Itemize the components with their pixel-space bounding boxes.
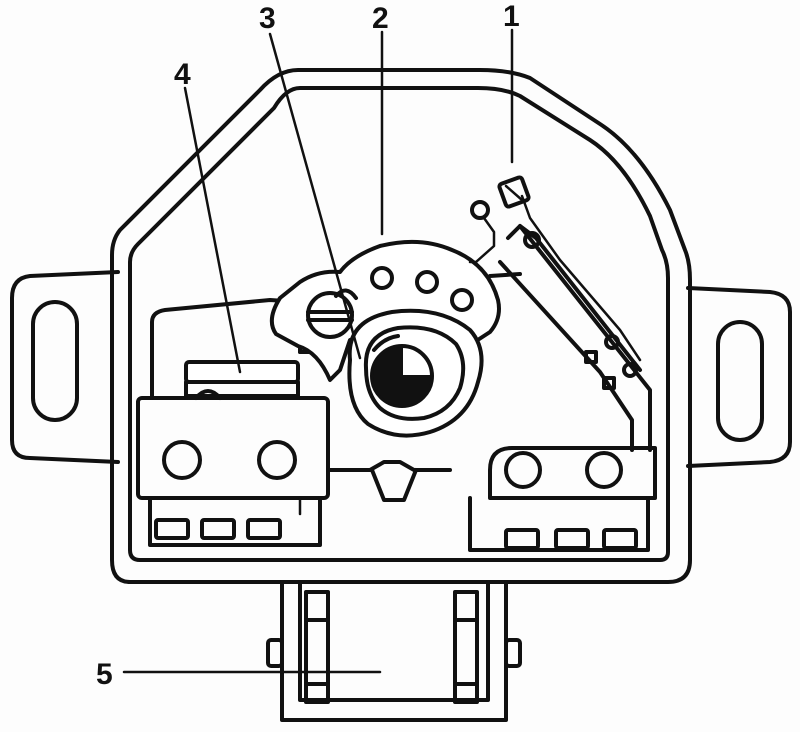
right-mounting-ear bbox=[686, 286, 792, 468]
housing-outer bbox=[110, 68, 692, 584]
contact-spring bbox=[468, 175, 652, 452]
callout-5-label: 5 bbox=[96, 658, 113, 691]
connector-plug bbox=[266, 580, 522, 722]
callout-4-label: 4 bbox=[174, 58, 191, 91]
center-notch bbox=[326, 460, 452, 472]
callout-2-label: 2 bbox=[372, 2, 389, 35]
callout-1-label: 1 bbox=[503, 0, 520, 33]
left-terminal-block bbox=[136, 396, 330, 547]
callout-3-label: 3 bbox=[259, 2, 276, 35]
left-mounting-ear bbox=[10, 270, 120, 464]
right-terminal-block bbox=[468, 446, 657, 552]
throttle-shaft bbox=[347, 308, 484, 438]
rotor-plate bbox=[269, 239, 501, 382]
leader-lines bbox=[122, 28, 514, 674]
housing-inner bbox=[128, 86, 670, 562]
